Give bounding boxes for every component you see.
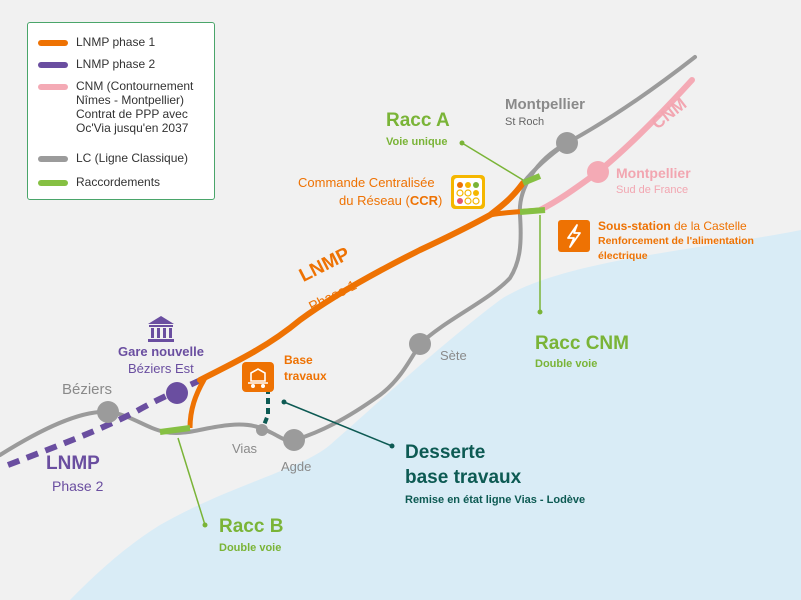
racc-a-title: Racc A xyxy=(386,110,450,131)
legend-swatch xyxy=(38,40,68,46)
station-agde xyxy=(283,429,305,451)
city-montpellier-sf-label: Montpellier xyxy=(616,165,691,181)
sous-station-line3: électrique xyxy=(598,250,648,262)
city-vias-label: Vias xyxy=(232,441,258,456)
racc-a-leader xyxy=(461,142,524,181)
city-agde-label: Agde xyxy=(281,459,312,474)
lnmp-phase2-label: LNMP xyxy=(46,453,100,474)
base-travaux-line1: Base xyxy=(284,353,313,367)
legend-item-cnm: CNM (Contournement Nîmes - Montpellier) … xyxy=(38,79,193,135)
gare-nouvelle-line1: Gare nouvelle xyxy=(118,344,204,359)
legend-label: CNM (Contournement xyxy=(76,79,194,93)
city-sete-label: Sète xyxy=(440,348,467,363)
legend-label: LC (Ligne Classique) xyxy=(76,151,189,165)
city-montpellier-sf-sub: Sud de France xyxy=(616,184,689,196)
racc-a-segment xyxy=(521,173,542,186)
lnmp-phase1-branch xyxy=(187,376,208,429)
ccr-label-line2: du Réseau (CCR) xyxy=(339,193,443,208)
racc-b-segment xyxy=(159,425,191,435)
lnmp-phase2-sub: Phase 2 xyxy=(52,478,104,494)
desserte-sub: Remise en état ligne Vias - Lodève xyxy=(405,494,586,506)
legend-label: Raccordements xyxy=(76,175,161,189)
sous-station-title: Sous-station de la Castelle xyxy=(598,219,747,233)
lightning-icon xyxy=(558,220,590,252)
legend-item-raccordements: Raccordements xyxy=(38,175,160,189)
legend-label: LNMP phase 2 xyxy=(76,57,156,71)
legend-item-lc: LC (Ligne Classique) xyxy=(38,151,188,165)
city-montpellier-label: Montpellier xyxy=(505,96,586,113)
ccr-label-line1: Commande Centralisée xyxy=(298,175,435,190)
work-train-icon xyxy=(242,362,274,392)
base-travaux-line2: travaux xyxy=(284,369,327,383)
racc-b-sub: Double voie xyxy=(219,542,282,554)
station-vias xyxy=(256,424,268,436)
legend-item-lnmp-phase2: LNMP phase 2 xyxy=(38,57,155,71)
lnmp-phase1-line xyxy=(197,180,526,383)
sous-station-line2: Renforcement de l'alimentation xyxy=(598,235,754,247)
legend-swatch xyxy=(38,62,68,68)
legend-label: Contrat de PPP avec xyxy=(76,107,188,121)
legend-label: Oc'Via jusqu'en 2037 xyxy=(76,121,189,135)
legend-label: Nîmes - Montpellier) xyxy=(76,93,185,107)
desserte-line2: base travaux xyxy=(405,467,522,488)
racc-cnm-sub: Double voie xyxy=(535,358,598,370)
legend-label: LNMP phase 1 xyxy=(76,35,156,49)
station-montpellier-sud-de-france xyxy=(587,161,609,183)
sea-area xyxy=(70,230,801,600)
racc-a-sub: Voie unique xyxy=(386,136,448,148)
legend-swatch xyxy=(38,84,68,90)
station-montpellier-st-roch xyxy=(556,132,578,154)
station-sete xyxy=(409,333,431,355)
station-gare-nouvelle xyxy=(166,382,188,404)
signal-panel-icon xyxy=(451,175,485,209)
legend-swatch xyxy=(38,156,68,162)
city-beziers-label: Béziers xyxy=(62,381,113,398)
racc-cnm-title: Racc CNM xyxy=(535,333,629,354)
station-beziers xyxy=(97,401,119,423)
legend-item-lnmp-phase1: LNMP phase 1 xyxy=(38,35,155,49)
station-building-icon xyxy=(148,316,174,342)
desserte-leader xyxy=(283,401,393,447)
racc-b-title: Racc B xyxy=(219,516,284,537)
legend: LNMP phase 1 LNMP phase 2 CNM (Contourne… xyxy=(27,22,215,200)
desserte-line1: Desserte xyxy=(405,442,486,463)
legend-swatch xyxy=(38,180,68,186)
desserte-line xyxy=(260,388,270,431)
racc-b-leader xyxy=(177,437,206,526)
gare-nouvelle-line2: Béziers Est xyxy=(128,361,194,376)
city-montpellier-sub: St Roch xyxy=(505,116,545,128)
racc-cnm-segment xyxy=(519,207,546,215)
